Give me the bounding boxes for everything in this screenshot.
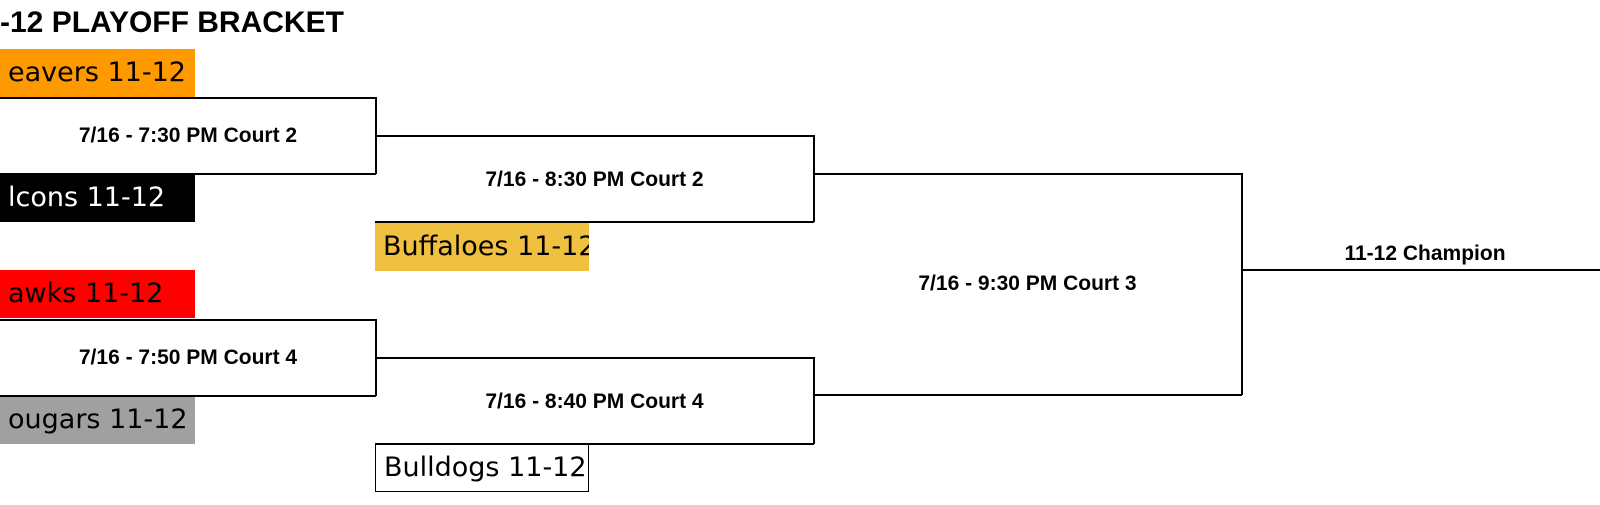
match-label-semi: 7/16 - 9:30 PM Court 3 xyxy=(918,272,1137,295)
team-cougars: ougars 11-12 xyxy=(0,396,195,444)
bracket-line xyxy=(375,135,814,137)
team-buffaloes: Buffaloes 11-12 xyxy=(375,223,589,271)
champion-label: 11-12 Champion xyxy=(1344,242,1506,265)
bracket-line xyxy=(0,173,376,175)
bracket-line xyxy=(813,135,815,222)
match-label-r2-top: 7/16 - 8:30 PM Court 2 xyxy=(485,168,704,191)
bracket-line xyxy=(813,357,815,444)
champion-line xyxy=(1241,269,1600,271)
bracket-line xyxy=(375,357,814,359)
team-bulldogs: Bulldogs 11-12 xyxy=(375,444,589,492)
team-hawks: awks 11-12 xyxy=(0,270,195,318)
match-label-r2-bottom: 7/16 - 8:40 PM Court 4 xyxy=(485,390,704,413)
match-label-r1-top: 7/16 - 7:30 PM Court 2 xyxy=(78,124,298,147)
bracket-title: -12 PLAYOFF BRACKET xyxy=(0,6,344,39)
bracket-line xyxy=(1241,173,1243,395)
team-falcons: lcons 11-12 xyxy=(0,174,195,222)
bracket-line xyxy=(375,443,814,445)
team-beavers: eavers 11-12 xyxy=(0,49,195,97)
bracket-line xyxy=(813,394,1242,396)
match-label-r1-bottom: 7/16 - 7:50 PM Court 4 xyxy=(78,346,298,369)
bracket-line xyxy=(375,221,814,223)
bracket-line xyxy=(0,395,376,397)
bracket-line xyxy=(813,173,1242,175)
bracket-line xyxy=(0,97,376,99)
bracket-line xyxy=(0,319,376,321)
